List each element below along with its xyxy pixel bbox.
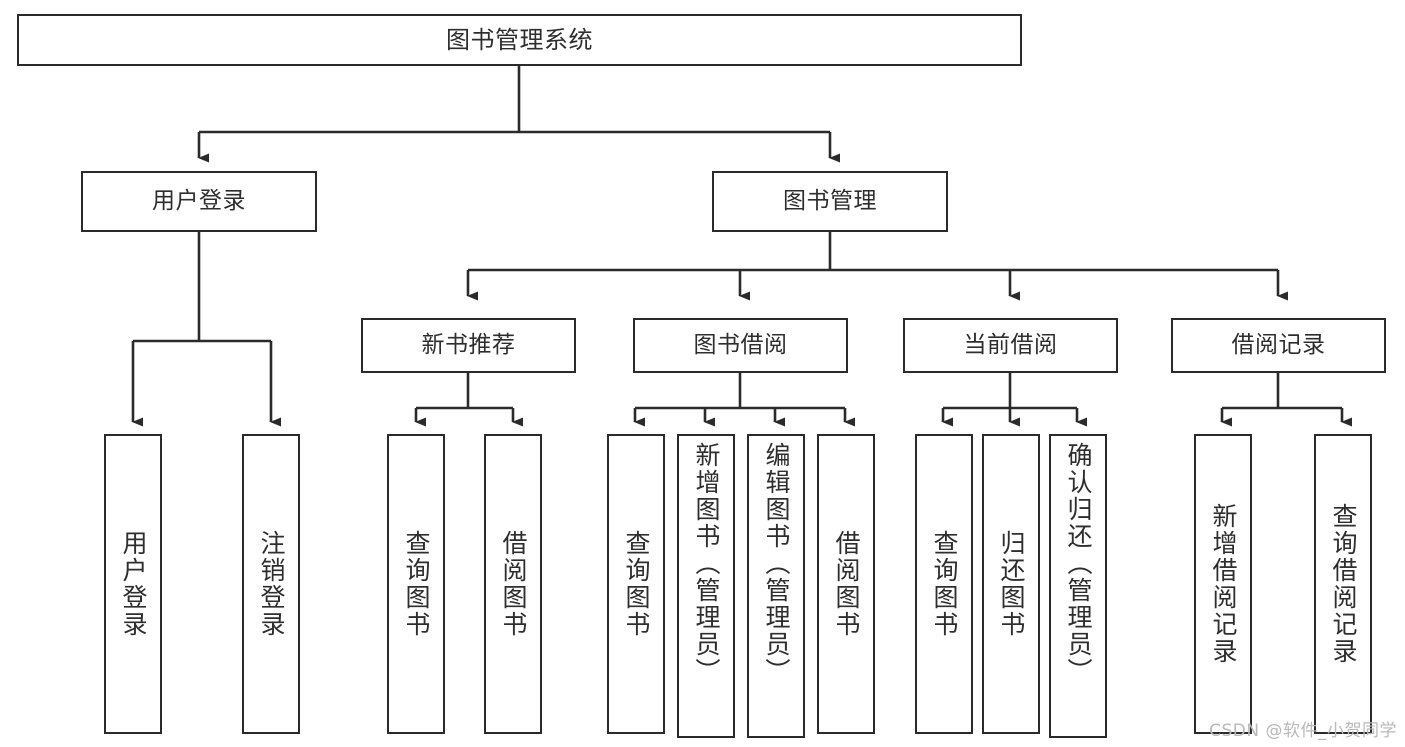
leaf-query-book-current[interactable]: 查询图书 xyxy=(915,434,973,734)
leaf-borrow-book-recommend[interactable]: 借阅图书 xyxy=(484,434,542,734)
node-label: 借阅图书 xyxy=(499,530,528,638)
leaf-edit-book-admin[interactable]: 编辑图书（管理员） xyxy=(747,434,805,738)
node-label: 借阅记录 xyxy=(1231,332,1326,358)
leaf-return-book[interactable]: 归还图书 xyxy=(982,434,1040,734)
node-label: 归还图书 xyxy=(997,530,1026,638)
node-label: 图书管理 xyxy=(783,188,877,214)
node-label: 注销登录 xyxy=(257,530,286,638)
leaf-query-book-borrow[interactable]: 查询图书 xyxy=(607,434,665,734)
leaf-add-book-admin[interactable]: 新增图书（管理员） xyxy=(677,434,735,738)
node-new-book-recommend[interactable]: 新书推荐 xyxy=(361,318,576,373)
node-label: 借阅图书 xyxy=(832,530,861,638)
node-label: 查询图书 xyxy=(930,530,959,638)
node-label: 用户登录 xyxy=(119,530,148,638)
node-borrow-record[interactable]: 借阅记录 xyxy=(1171,318,1386,373)
node-label: 用户登录 xyxy=(152,188,246,214)
node-label: 查询图书 xyxy=(622,530,651,638)
node-label: 确认归还（管理员） xyxy=(1064,442,1093,685)
leaf-borrow-book[interactable]: 借阅图书 xyxy=(817,434,875,734)
node-book-borrow[interactable]: 图书借阅 xyxy=(633,318,848,373)
node-label: 图书管理系统 xyxy=(446,26,593,54)
watermark: CSDN @软件_小贺同学 xyxy=(1209,721,1397,741)
leaf-query-book-recommend[interactable]: 查询图书 xyxy=(387,434,445,734)
leaf-user-login[interactable]: 用户登录 xyxy=(104,434,162,734)
node-current-borrow[interactable]: 当前借阅 xyxy=(903,318,1118,373)
node-label: 图书借阅 xyxy=(693,332,788,358)
node-label: 查询借阅记录 xyxy=(1329,503,1358,665)
node-label: 新增借阅记录 xyxy=(1209,503,1238,665)
node-label: 当前借阅 xyxy=(963,332,1058,358)
node-book-management[interactable]: 图书管理 xyxy=(712,171,948,232)
leaf-query-borrow-record[interactable]: 查询借阅记录 xyxy=(1314,434,1372,734)
node-label: 新书推荐 xyxy=(421,332,516,358)
leaf-logout[interactable]: 注销登录 xyxy=(242,434,300,734)
node-user-login[interactable]: 用户登录 xyxy=(81,171,317,232)
node-label: 查询图书 xyxy=(402,530,431,638)
leaf-add-borrow-record[interactable]: 新增借阅记录 xyxy=(1194,434,1252,734)
node-root-system[interactable]: 图书管理系统 xyxy=(17,14,1022,66)
leaf-confirm-return-admin[interactable]: 确认归还（管理员） xyxy=(1049,434,1107,738)
node-label: 新增图书（管理员） xyxy=(692,442,721,685)
node-label: 编辑图书（管理员） xyxy=(762,442,791,685)
